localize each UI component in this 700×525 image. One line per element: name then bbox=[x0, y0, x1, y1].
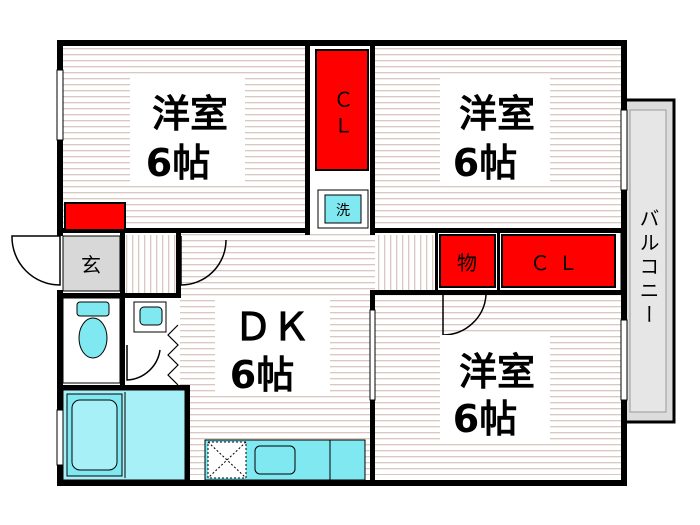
folding-door bbox=[167, 324, 179, 386]
balcony-label: バルコニー bbox=[636, 208, 660, 328]
closet-nw-label: ＣＬ bbox=[330, 89, 354, 141]
western-room-ne-name: 洋室 bbox=[459, 92, 535, 136]
hall-floor bbox=[122, 235, 180, 295]
western-room-nw-size: 6帖 bbox=[146, 141, 210, 185]
western-room-nw-name: 洋室 bbox=[152, 92, 228, 136]
hall-floor-right bbox=[375, 235, 435, 290]
closet-e: ＣＬ bbox=[501, 234, 616, 288]
dining-kitchen-size: 6帖 bbox=[230, 353, 294, 397]
western-room-se-label-box: 洋室 6帖 bbox=[440, 335, 550, 441]
sink bbox=[133, 301, 167, 333]
toilet bbox=[62, 297, 121, 384]
bathroom bbox=[62, 389, 186, 481]
western-room-nw-label-box: 洋室 6帖 bbox=[130, 78, 245, 186]
western-room-se-size: 6帖 bbox=[453, 397, 517, 441]
closet-nw: ＣＬ bbox=[315, 49, 369, 171]
shoe-cabinet bbox=[64, 202, 126, 231]
dining-kitchen-name: ＤＫ bbox=[234, 305, 310, 349]
kitchen-counter bbox=[204, 439, 366, 481]
balcony: バルコニー bbox=[620, 98, 676, 424]
storage-label: 物 bbox=[457, 251, 477, 275]
washer-label: 洗 bbox=[336, 203, 350, 219]
entrance: 玄 bbox=[11, 235, 121, 292]
door-swings bbox=[126, 230, 487, 381]
western-room-se-name: 洋室 bbox=[459, 350, 535, 394]
washer: 洗 bbox=[317, 189, 369, 229]
storage: 物 bbox=[439, 234, 496, 288]
dining-kitchen-label-box: ＤＫ 6帖 bbox=[215, 300, 330, 397]
entrance-label: 玄 bbox=[81, 253, 101, 277]
western-room-ne-size: 6帖 bbox=[453, 141, 517, 185]
western-room-ne-label-box: 洋室 6帖 bbox=[440, 78, 550, 186]
closet-e-label: ＣＬ bbox=[530, 251, 586, 275]
windows bbox=[56, 69, 628, 466]
